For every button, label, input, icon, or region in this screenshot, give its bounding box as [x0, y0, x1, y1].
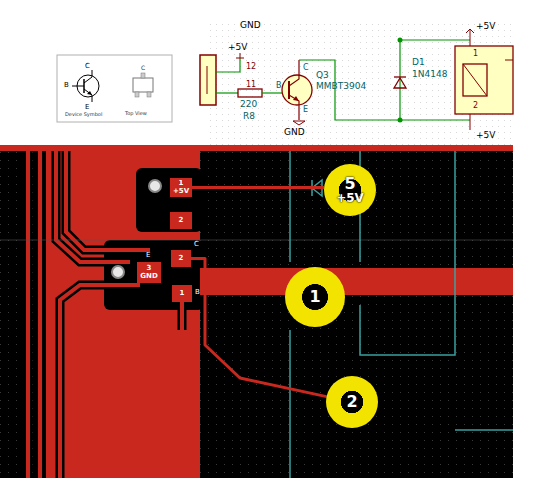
- transistor-inset: [57, 55, 172, 122]
- through-hole-pad: 1: [285, 267, 345, 327]
- smd-pad: 3GND: [137, 262, 161, 283]
- pad-number: 2: [179, 255, 184, 262]
- pin-letter: E: [85, 104, 89, 111]
- pin-name: E: [303, 106, 308, 114]
- symbol-inset: Device Symbol Top View: [57, 55, 172, 122]
- caption-text: Top View: [125, 110, 147, 116]
- power-label: +5V: [476, 131, 495, 140]
- smd-pad: 2: [170, 212, 192, 229]
- pad-number: 3: [147, 265, 152, 272]
- value-label: MMBT3904: [316, 82, 366, 91]
- pad-number: 2: [346, 394, 357, 410]
- smd-pad: 1: [172, 285, 192, 302]
- pin-number: 2: [473, 102, 478, 110]
- through-hole-pad: 5+5V: [324, 164, 376, 216]
- net-name: GND: [140, 273, 157, 280]
- pad-number: 1: [309, 289, 320, 305]
- through-hole-pad: 2: [326, 376, 378, 428]
- pin-number: 11: [246, 81, 256, 89]
- value-label: 220: [240, 100, 257, 109]
- pin-letter: C: [194, 241, 199, 248]
- pad-number: 2: [179, 217, 184, 224]
- pad-number: 1: [179, 180, 184, 187]
- caption-text: Device Symbol: [65, 111, 102, 117]
- pad-number: 1: [180, 290, 185, 297]
- power-label: +5V: [228, 43, 247, 52]
- pin-name: B: [276, 82, 282, 90]
- copper-trace: [192, 186, 324, 189]
- reference-label: D1: [412, 58, 425, 67]
- pcb-layout: [0, 145, 513, 478]
- pin-name: C: [303, 64, 309, 72]
- smd-pad: 2: [171, 250, 191, 267]
- schematic: [200, 20, 513, 145]
- pin-letter: B: [64, 82, 69, 89]
- pin-number: 1: [473, 50, 478, 58]
- power-label: GND: [240, 21, 261, 30]
- pin-letter: B: [195, 289, 200, 296]
- power-label: GND: [284, 128, 305, 137]
- pin-number: 12: [246, 63, 256, 71]
- reference-label: Q3: [316, 71, 329, 80]
- value-label: 1N4148: [412, 70, 447, 79]
- pin-letter: E: [146, 252, 150, 259]
- smd-pad: 1+5V: [170, 178, 192, 197]
- power-label: +5V: [476, 22, 495, 31]
- net-name: +5V: [336, 192, 364, 204]
- pad-number: 5: [344, 176, 355, 192]
- reference-label: R8: [243, 112, 255, 121]
- pin-letter: C: [85, 63, 90, 70]
- pin-letter: C: [141, 65, 145, 71]
- net-name: +5V: [173, 188, 189, 195]
